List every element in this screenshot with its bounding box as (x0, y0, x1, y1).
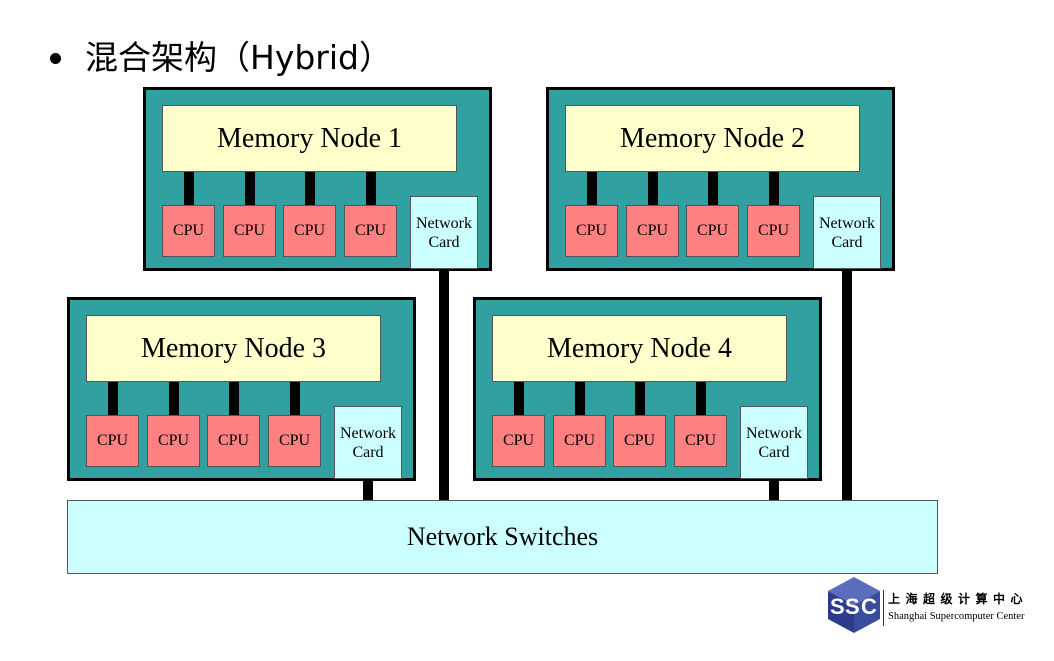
cpu-box: CPU (162, 205, 215, 257)
logo-letter: S (830, 594, 845, 619)
cpu-box: CPU (147, 415, 200, 467)
memory-cpu-link (229, 380, 239, 417)
cpu-box: CPU (565, 205, 618, 257)
memory-cpu-link (184, 170, 194, 207)
bullet-point-icon (50, 53, 61, 64)
network-card: Network Card (334, 406, 402, 479)
cpu-box: CPU (686, 205, 739, 257)
cpu-box: CPU (344, 205, 397, 257)
cpu-box: CPU (747, 205, 800, 257)
memory-cpu-link (575, 380, 585, 417)
network-card-label-line-2: Card (428, 233, 460, 251)
network-card-label-line-1: Network (340, 424, 396, 442)
logo-letter: S (845, 594, 860, 619)
cpu-box: CPU (626, 205, 679, 257)
memory-cpu-link (514, 380, 524, 417)
network-link-node-1 (439, 268, 449, 500)
compute-node-2: Memory Node 2 CPU CPU CPU CPU Network Ca… (546, 87, 895, 271)
ssc-logo: S S C 上海超级计算中心 Shanghai Supercomputer Ce… (826, 574, 1032, 636)
memory-cpu-link (708, 170, 718, 207)
cpu-box: CPU (86, 415, 139, 467)
memory-cpu-link (366, 170, 376, 207)
memory-cpu-link (696, 380, 706, 417)
network-link-node-3 (363, 478, 373, 500)
network-link-node-2 (842, 268, 852, 500)
memory-cpu-link (169, 380, 179, 417)
ssc-logo-mark-icon: S S C (828, 577, 880, 633)
bullet-title: 混合架构（Hybrid） (85, 38, 392, 77)
logo-letter: C (861, 594, 877, 619)
network-card-label-line-2: Card (352, 443, 384, 461)
compute-node-1: Memory Node 1 CPU CPU CPU CPU Network Ca… (143, 87, 492, 271)
network-switches: Network Switches (67, 500, 938, 574)
network-link-node-4 (769, 478, 779, 500)
cpu-box: CPU (268, 415, 321, 467)
memory-cpu-link (290, 380, 300, 417)
memory-cpu-link (635, 380, 645, 417)
network-card: Network Card (740, 406, 808, 479)
memory-cpu-link (587, 170, 597, 207)
cpu-box: CPU (207, 415, 260, 467)
network-card-label-line-1: Network (819, 214, 875, 232)
logo-divider (883, 590, 884, 626)
memory-node: Memory Node 4 (492, 315, 787, 382)
memory-cpu-link (108, 380, 118, 417)
logo-name-english: Shanghai Supercomputer Center (888, 611, 1025, 622)
network-card-label-line-2: Card (758, 443, 790, 461)
network-card-label-line-2: Card (831, 233, 863, 251)
cpu-box: CPU (223, 205, 276, 257)
logo-name-chinese: 上海超级计算中心 (888, 592, 1029, 606)
network-card: Network Card (410, 196, 478, 269)
cpu-box: CPU (283, 205, 336, 257)
cpu-box: CPU (613, 415, 666, 467)
network-card-label-line-1: Network (746, 424, 802, 442)
memory-node: Memory Node 2 (565, 105, 860, 172)
network-card-label-line-1: Network (416, 214, 472, 232)
compute-node-4: Memory Node 4 CPU CPU CPU CPU Network Ca… (473, 297, 822, 481)
memory-cpu-link (769, 170, 779, 207)
compute-node-3: Memory Node 3 CPU CPU CPU CPU Network Ca… (67, 297, 416, 481)
memory-cpu-link (305, 170, 315, 207)
cpu-box: CPU (674, 415, 727, 467)
cpu-box: CPU (492, 415, 545, 467)
memory-node: Memory Node 1 (162, 105, 457, 172)
memory-cpu-link (245, 170, 255, 207)
memory-cpu-link (648, 170, 658, 207)
network-card: Network Card (813, 196, 881, 269)
cpu-box: CPU (553, 415, 606, 467)
memory-node: Memory Node 3 (86, 315, 381, 382)
